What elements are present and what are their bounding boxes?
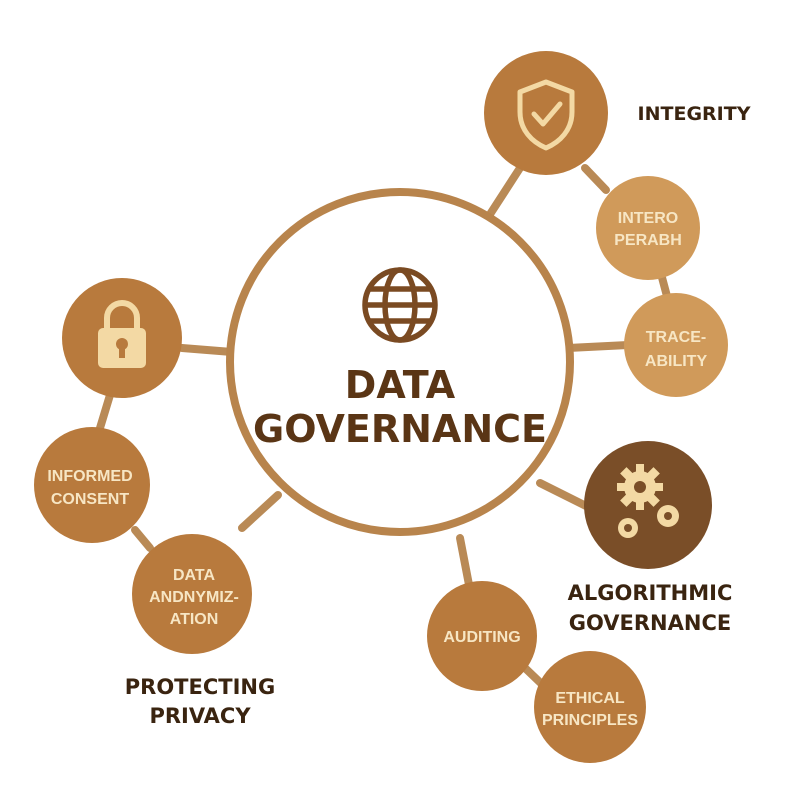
data-anonymization-label-line1: DATA [173,567,216,584]
connector-center-auditing [456,534,474,594]
informed-consent-node: INFORMED CONSENT [34,427,150,543]
connector-consent-anonymization [131,526,154,552]
algorithmic-node [584,441,712,569]
connector-center-anonymization [238,491,282,532]
connector-center-traceability [564,341,632,352]
ethical-principles-label-line2: PRINCIPLES [542,712,638,729]
auditing-node: AUDITING [427,581,537,691]
data-anonymization-label-line2: ANDNYMIZ- [149,589,239,606]
auditing-label: AUDITING [443,629,520,646]
ethical-principles-label-line1: ETHICAL [555,690,625,707]
ethical-principles-node: ETHICAL PRINCIPLES [534,651,646,763]
connector-center-algorithmic [536,479,594,512]
traceability-node: TRACE- ABILITY [624,293,728,397]
group-label-algorithmic-line1: ALGORITHMIC [568,581,733,605]
group-label-privacy-line1: PROTECTING [125,675,275,699]
connector-integrity-interop [581,164,610,194]
padlock-icon [98,300,146,368]
interoperability-label-line2: PERABH [614,232,682,249]
privacy-node [62,278,182,398]
group-label-algorithmic-line2: GOVERNANCE [569,611,731,635]
informed-consent-label-line1: INFORMED [47,468,132,485]
globe-icon [362,267,438,343]
interoperability-label-line1: INTERO [618,210,678,227]
group-label-privacy-line2: PRIVACY [149,704,251,728]
interoperability-node: INTERO PERABH [596,176,700,280]
connector-privacy-consent [96,391,114,432]
center-node: DATA GOVERNANCE [226,188,574,536]
data-anonymization-node: DATA ANDNYMIZ- ATION [132,534,252,654]
informed-consent-label-line2: CONSENT [51,491,129,508]
center-title-line1: DATA [345,363,456,407]
data-anonymization-label-line3: ATION [170,611,219,628]
shield-check-icon [517,79,575,151]
traceability-label-line1: TRACE- [646,329,706,346]
traceability-label-line2: ABILITY [645,353,708,370]
center-title-line2: GOVERNANCE [253,407,547,451]
integrity-node [484,51,608,175]
connector-center-integrity [481,164,524,226]
connector-center-privacy [178,344,236,356]
group-label-integrity: INTEGRITY [638,103,751,125]
